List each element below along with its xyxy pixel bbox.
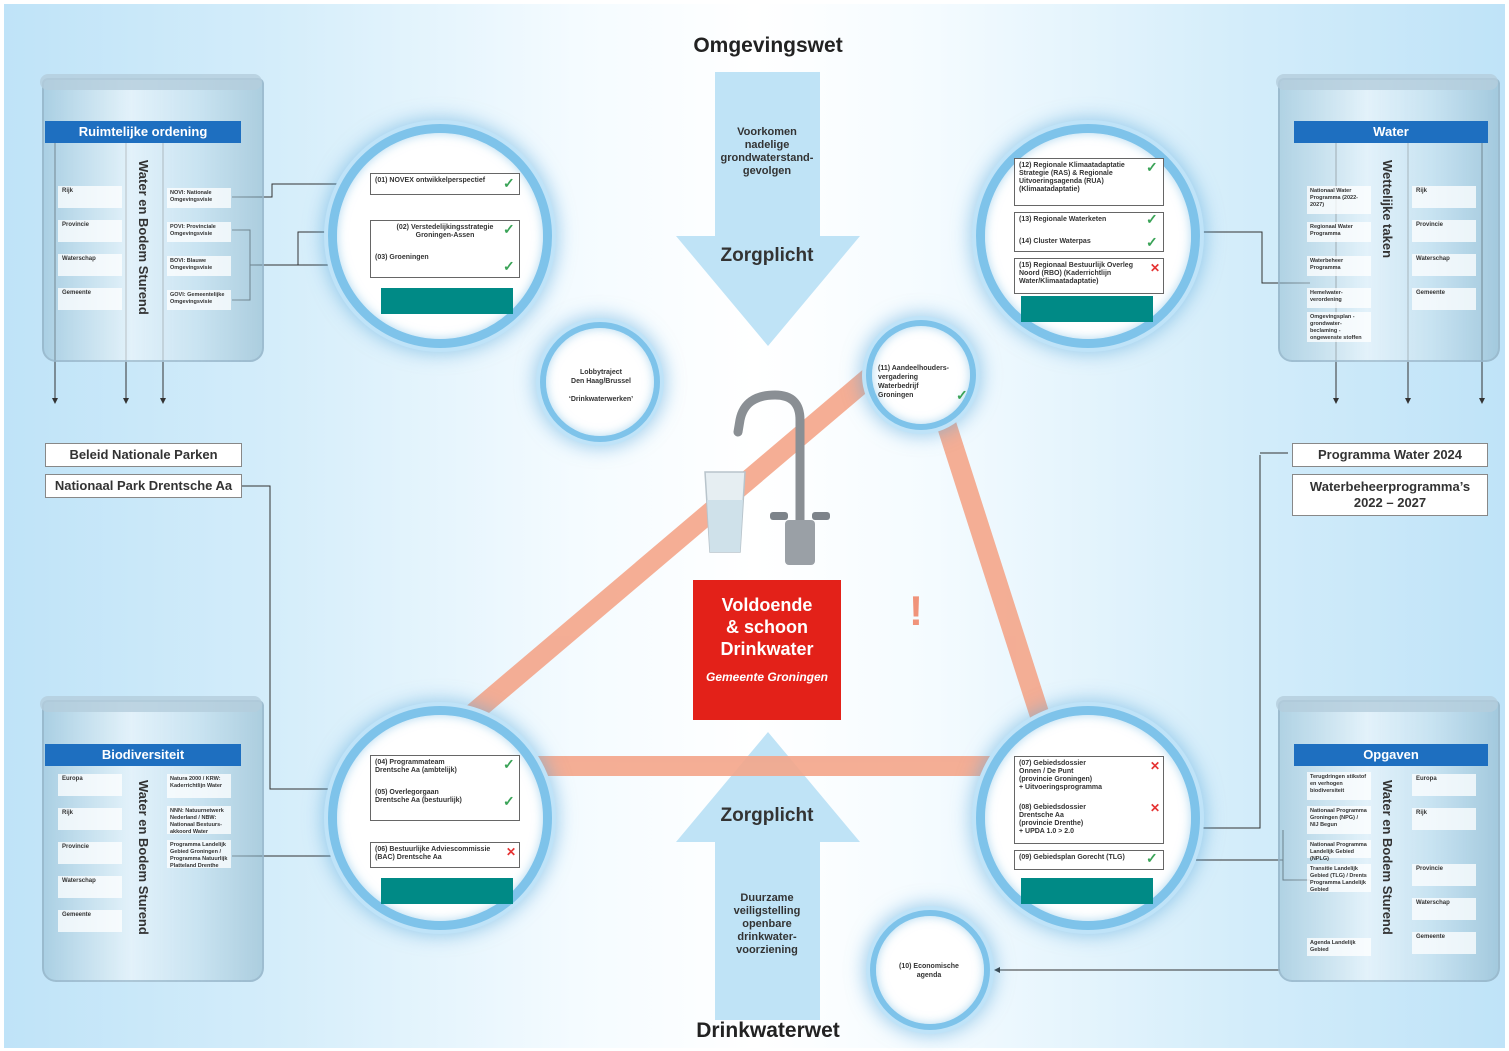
lobbytraject-text: Lobbytraject Den Haag/Brussel ‘Drinkwate…: [568, 369, 634, 403]
zorgplicht-top: Zorgplicht: [720, 245, 814, 266]
item-11: (11) Aandeelhouders- vergadering Waterbe…: [878, 365, 949, 399]
item-02-03: (02) Verstedelijkingsstrategie Groningen…: [370, 220, 520, 278]
doc: Nationaal Water Programma (2022-2027): [1307, 186, 1371, 214]
item-04-05: (04) Programmateam Drentsche Aa (ambteli…: [370, 755, 520, 821]
faucet-icon: [733, 390, 830, 565]
cross-icon: ✕: [1150, 261, 1161, 275]
title-drinkwaterwet: Drinkwaterwet: [696, 1019, 840, 1042]
doc: NNN: Natuurnetwerk Nederland / NBW: Nati…: [167, 806, 231, 835]
doc: Regionaal Water Programma: [1307, 222, 1371, 242]
doc: Nationaal Programma Groningen (NPG) / NI…: [1307, 806, 1371, 834]
level: Gemeente: [1412, 288, 1476, 310]
doc: Terugdringen stikstof en verhogen biodiv…: [1307, 772, 1371, 800]
item-06: (06) Bestuurlijke Adviescommissie (BAC) …: [370, 842, 520, 868]
zorgplicht-bottom: Zorgplicht: [720, 805, 814, 826]
doc: Nationaal Programma Landelijk Gebied (NP…: [1307, 840, 1371, 862]
vtext-tr: Wettelijke taken: [1380, 160, 1395, 259]
beaker-head-water: Water: [1294, 121, 1488, 143]
level: Rijk: [58, 186, 122, 208]
level: Rijk: [1412, 186, 1476, 208]
vtext-br: Water en Bodem Sturend: [1380, 780, 1395, 935]
level: Provincie: [58, 842, 122, 864]
item-10: (10) Economische agenda: [899, 963, 959, 979]
cross-icon: ✕: [1150, 759, 1161, 773]
check-icon: ✓: [503, 756, 515, 772]
level: Rijk: [58, 808, 122, 830]
item-12: (12) Regionale Klimaatadaptatie Strategi…: [1014, 158, 1164, 206]
level: Provincie: [1412, 864, 1476, 886]
doc: BOVI: Blauwe Omgevingsvisie: [167, 256, 231, 276]
level: Provincie: [1412, 220, 1476, 242]
check-icon: ✓: [1146, 850, 1158, 866]
beaker-head-opgaven: Opgaven: [1294, 744, 1488, 766]
check-icon: ✓: [1146, 159, 1158, 175]
item-07-08: (07) Gebiedsdossier Onnen / De Punt (pro…: [1014, 756, 1164, 844]
center-logo-box: Voldoende & schoon Drinkwater Gemeente G…: [693, 580, 841, 720]
level: Waterschap: [1412, 898, 1476, 920]
doc: NOVI: Nationale Omgevingsvisie: [167, 188, 231, 208]
level: Gemeente: [1412, 932, 1476, 954]
teal-bar: [381, 878, 513, 904]
level: Provincie: [58, 220, 122, 242]
ring-lobbytraject: [540, 322, 660, 442]
waterbeheerprogrammas: Waterbeheerprogramma’s 2022 – 2027: [1292, 474, 1488, 516]
doc: Natura 2000 / KRW: Kaderrichtlijn Water: [167, 774, 231, 798]
level: Europa: [58, 774, 122, 796]
triangle: [463, 367, 1050, 776]
level: Europa: [1412, 774, 1476, 796]
check-icon: ✓: [1146, 211, 1158, 227]
item-01: (01) NOVEX ontwikkelperspectief: [370, 173, 520, 195]
teal-bar: [1021, 296, 1153, 322]
water-glass-icon: [704, 471, 746, 553]
svg-text:!: !: [909, 587, 923, 634]
item-15: (15) Regionaal Bestuurlijk Overleg Noord…: [1014, 258, 1164, 294]
teal-bar: [381, 288, 513, 314]
center-title: Voldoende & schoon Drinkwater: [720, 595, 814, 659]
arrow-text-top: Voorkomen nadelige grondwaterstand- gevo…: [720, 126, 814, 177]
check-icon: ✓: [956, 387, 968, 403]
level: Gemeente: [58, 288, 122, 310]
doc: Waterbeheer Programma: [1307, 256, 1371, 276]
check-icon: ✓: [503, 221, 515, 237]
item-13-14: (13) Regionale Waterketen (14) Cluster W…: [1014, 212, 1164, 252]
arrow-text-bottom: Duurzame veiligstelling openbare drinkwa…: [733, 892, 801, 956]
beleid-nationale-parken: Beleid Nationale Parken: [45, 443, 242, 467]
item-09: (09) Gebiedsplan Gorecht (TLG): [1014, 850, 1164, 870]
level: Waterschap: [58, 876, 122, 898]
arrow-up-drinkwaterwet: [676, 732, 860, 1020]
doc: Transitie Landelijk Gebied (TLG) / Drent…: [1307, 864, 1371, 893]
beaker-head-ruimtelijke-ordening: Ruimtelijke ordening: [45, 121, 241, 143]
level: Rijk: [1412, 808, 1476, 830]
beaker-head-biodiversiteit: Biodiversiteit: [45, 744, 241, 766]
cross-icon: ✕: [1150, 801, 1161, 815]
ring-aandeelhouders: [866, 320, 976, 430]
level: Waterschap: [58, 254, 122, 276]
level: Gemeente: [58, 910, 122, 932]
arrow-down-omgevingswet: [676, 72, 860, 346]
doc: Hemelwater-verordening: [1307, 288, 1371, 308]
cross-icon: ✕: [506, 845, 517, 859]
nationaal-park-drentsche-aa: Nationaal Park Drentsche Aa: [45, 474, 242, 498]
doc: Agenda Landelijk Gebied: [1307, 938, 1371, 956]
title-omgevingswet: Omgevingswet: [693, 34, 843, 57]
vtext-tl: Water en Bodem Sturend: [136, 160, 151, 315]
check-icon: ✓: [503, 175, 515, 191]
doc: GOVI: Gemeentelijke Omgevingsvisie: [167, 290, 231, 310]
check-icon: ✓: [503, 258, 515, 274]
programma-water-2024: Programma Water 2024: [1292, 443, 1488, 467]
doc: Programma Landelijk Gebied Groningen / P…: [167, 840, 231, 869]
check-icon: ✓: [503, 793, 515, 809]
doc: POVI: Provinciale Omgevingsvisie: [167, 222, 231, 242]
check-icon: ✓: [1146, 234, 1158, 250]
doc: Omgevingsplan - grondwater-beclaming - o…: [1307, 312, 1371, 342]
level: Waterschap: [1412, 254, 1476, 276]
teal-bar: [1021, 878, 1153, 904]
vtext-bl: Water en Bodem Sturend: [136, 780, 151, 935]
ring-economische-agenda: [870, 910, 990, 1030]
gemeente-groningen-logo: Gemeente Groningen: [705, 670, 829, 684]
